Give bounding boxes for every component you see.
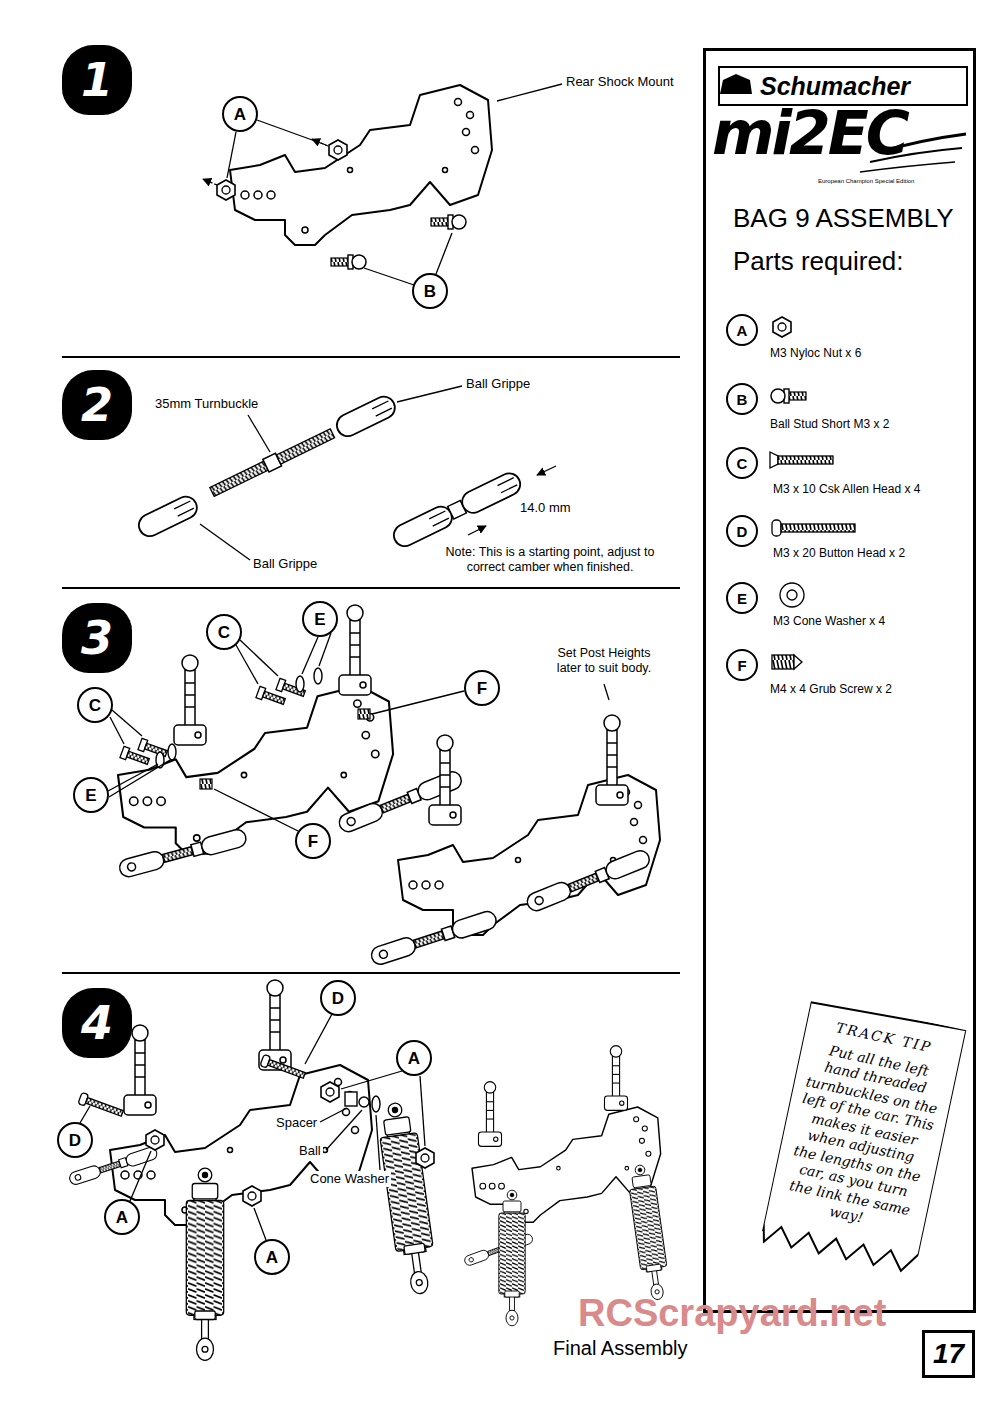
part-key-letter: A bbox=[737, 323, 748, 338]
part-label: 35mm Turnbuckle bbox=[155, 396, 258, 412]
part-label: Ball bbox=[297, 1143, 323, 1159]
part-description: M4 x 4 Grub Screw x 2 bbox=[770, 682, 892, 696]
brand-name: Schumacher bbox=[760, 74, 910, 99]
callout-circle: A bbox=[222, 96, 258, 132]
callout-letter: E bbox=[85, 787, 96, 804]
panel-heading: BAG 9 ASSEMBLY bbox=[733, 203, 954, 234]
part-description: M3 Nyloc Nut x 6 bbox=[770, 346, 861, 360]
step-number: 4 bbox=[81, 1000, 113, 1046]
part-key-letter: C bbox=[737, 456, 748, 471]
part-key-letter: F bbox=[737, 658, 746, 673]
part-label: Ball Grippe bbox=[466, 376, 530, 392]
step-number: 3 bbox=[81, 615, 113, 661]
callout-letter: F bbox=[477, 680, 487, 697]
callout-circle: B bbox=[412, 273, 448, 309]
step-number: 2 bbox=[81, 382, 113, 428]
note: Note: This is a starting point, adjust t… bbox=[430, 545, 670, 575]
note: Set Post Heights later to suit body. bbox=[548, 646, 660, 676]
callout-circle: F bbox=[464, 670, 500, 706]
callout-letter: D bbox=[69, 1132, 81, 1149]
step-number: 1 bbox=[81, 57, 113, 103]
callout-circle: A bbox=[396, 1040, 432, 1076]
callout-circle: F bbox=[295, 823, 331, 859]
callout-circle: A bbox=[254, 1239, 290, 1275]
callout-letter: A bbox=[408, 1050, 420, 1067]
part-key-circle: F bbox=[726, 649, 758, 681]
part-description: M3 Cone Washer x 4 bbox=[773, 614, 885, 628]
part-label: Rear Shock Mount bbox=[566, 74, 674, 90]
dimension: 14.0 mm bbox=[520, 500, 571, 516]
part-key-circle: C bbox=[726, 447, 758, 479]
part-label: Cone Washer bbox=[308, 1171, 391, 1187]
step-badge: 1 bbox=[62, 45, 132, 115]
part-key-circle: B bbox=[726, 383, 758, 415]
callout-circle: C bbox=[206, 614, 242, 650]
part-label: Spacer bbox=[274, 1115, 319, 1131]
callout-letter: A bbox=[116, 1209, 128, 1226]
parts-panel: BAG 9 ASSEMBLY Parts required: SchumacherA… bbox=[703, 48, 976, 1313]
callout-circle: C bbox=[77, 687, 113, 723]
part-key-letter: B bbox=[737, 392, 748, 407]
callout-letter: F bbox=[308, 833, 318, 850]
callout-letter: A bbox=[234, 106, 246, 123]
callout-letter: C bbox=[89, 697, 101, 714]
callout-letter: E bbox=[314, 611, 325, 628]
page-number: 17 bbox=[933, 1340, 964, 1368]
panel-heading: Parts required: bbox=[733, 246, 904, 277]
callout-circle: E bbox=[73, 777, 109, 813]
callout-letter: C bbox=[218, 624, 230, 641]
track-tip-note: TRACK TIPPut all the left hand threaded … bbox=[760, 997, 967, 1275]
watermark: RCScrapyard.net bbox=[578, 1292, 886, 1335]
step-badge: 4 bbox=[62, 988, 132, 1058]
note-outline bbox=[760, 997, 966, 1273]
callout-circle: E bbox=[302, 601, 338, 637]
part-key-letter: D bbox=[737, 524, 748, 539]
part-key-circle: D bbox=[726, 515, 758, 547]
step-badge: 2 bbox=[62, 370, 132, 440]
page-number-box: 17 bbox=[922, 1330, 975, 1378]
caption: Final Assembly bbox=[553, 1336, 688, 1360]
callout-circle: A bbox=[104, 1199, 140, 1235]
callout-letter: B bbox=[424, 283, 436, 300]
part-description: M3 x 10 Csk Allen Head x 4 bbox=[773, 482, 920, 496]
part-key-letter: E bbox=[737, 591, 747, 606]
callout-circle: D bbox=[57, 1122, 93, 1158]
model-logo: mi2EC bbox=[712, 98, 907, 168]
part-label: Ball Grippe bbox=[253, 556, 317, 572]
tagline: European Champion Special Edition bbox=[818, 178, 914, 185]
part-key-circle: E bbox=[726, 582, 758, 614]
callout-letter: A bbox=[266, 1249, 278, 1266]
part-description: M3 x 20 Button Head x 2 bbox=[773, 546, 905, 560]
callout-letter: D bbox=[332, 990, 344, 1007]
part-description: Ball Stud Short M3 x 2 bbox=[770, 417, 889, 431]
part-key-circle: A bbox=[726, 314, 758, 346]
callout-circle: D bbox=[320, 980, 356, 1016]
step-badge: 3 bbox=[62, 603, 132, 673]
